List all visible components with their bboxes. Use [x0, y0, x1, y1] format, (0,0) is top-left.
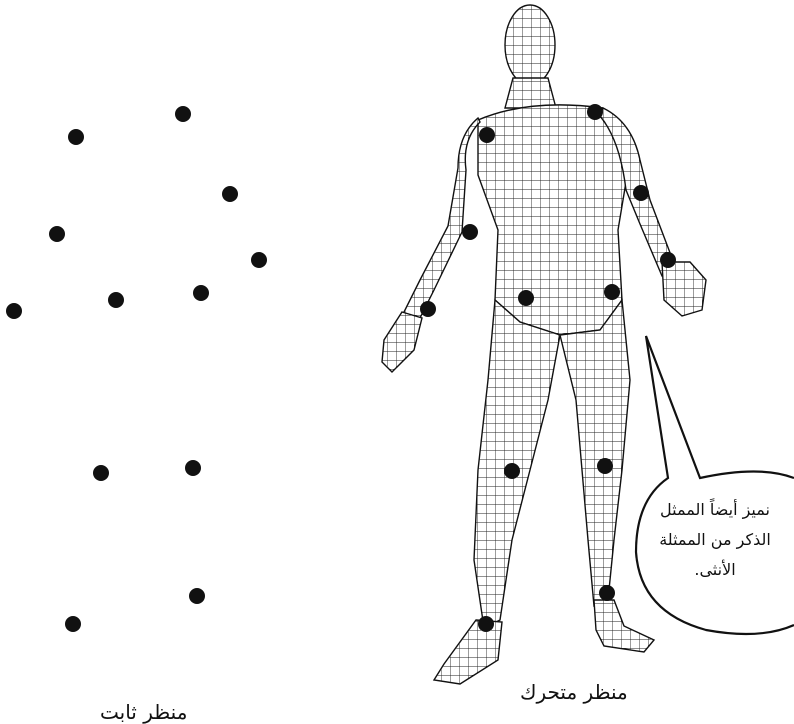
light-dot: [222, 186, 238, 202]
figure-left-leg: [474, 300, 560, 628]
figure-left-foot: [434, 620, 502, 684]
speech-bubble-outline: [636, 336, 794, 634]
figure-left-hand: [382, 312, 422, 372]
joint-marker: [604, 284, 620, 300]
figure-torso: [478, 105, 628, 335]
light-dot: [251, 252, 267, 268]
joint-marker: [420, 301, 436, 317]
speech-bubble-line-3: الأنثى.: [640, 555, 790, 585]
figure-right-hand: [662, 262, 706, 316]
figure-left-arm: [402, 118, 480, 322]
joint-marker: [633, 185, 649, 201]
joint-marker: [479, 127, 495, 143]
joint-marker: [478, 616, 494, 632]
point-light-figure: [6, 106, 267, 632]
light-dot: [49, 226, 65, 242]
speech-bubble-text: نميز أيضاً الممثل الذكر من الممثلة الأنث…: [640, 495, 790, 585]
static-view-label: منظر ثابت: [100, 700, 187, 724]
light-dot: [93, 465, 109, 481]
light-dot: [65, 616, 81, 632]
joint-marker: [462, 224, 478, 240]
joint-marker: [599, 585, 615, 601]
speech-bubble: [636, 336, 794, 634]
speech-bubble-line-1: نميز أيضاً الممثل: [640, 495, 790, 525]
joint-marker: [518, 290, 534, 306]
light-dot: [189, 588, 205, 604]
light-dot: [6, 303, 22, 319]
light-dot: [175, 106, 191, 122]
figure-head: [505, 5, 555, 85]
figure-right-foot: [594, 600, 654, 652]
light-dot: [193, 285, 209, 301]
joint-marker: [597, 458, 613, 474]
joint-marker: [660, 252, 676, 268]
speech-bubble-line-2: الذكر من الممثلة: [640, 525, 790, 555]
joint-marker: [504, 463, 520, 479]
figure-right-leg: [560, 300, 630, 606]
figure-neck: [505, 78, 556, 108]
light-dot: [108, 292, 124, 308]
light-dot: [68, 129, 84, 145]
light-dot: [185, 460, 201, 476]
moving-view-label: منظر متحرك: [520, 680, 628, 704]
joint-marker: [587, 104, 603, 120]
